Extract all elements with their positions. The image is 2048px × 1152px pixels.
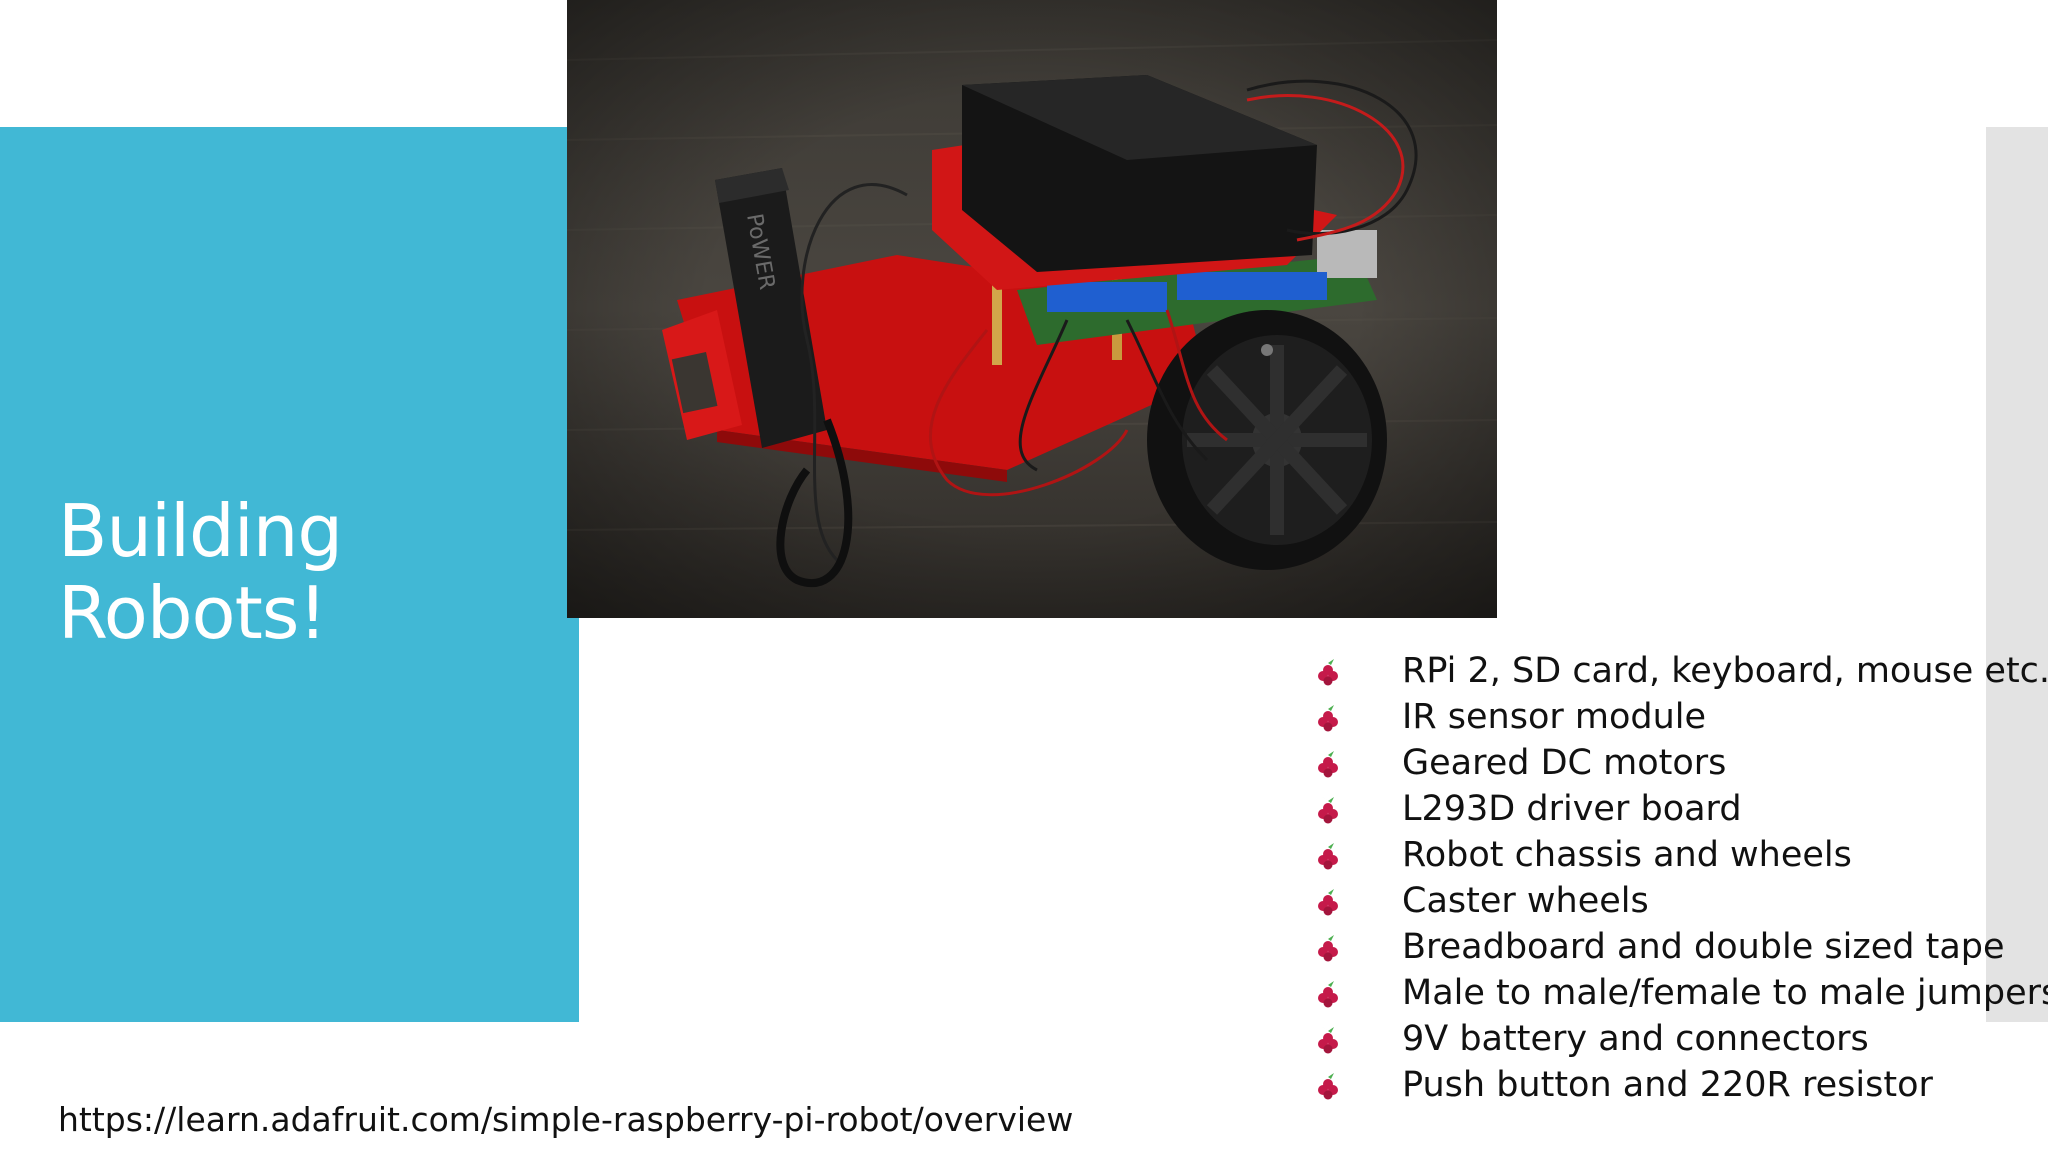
title-line-1: Building — [58, 489, 343, 573]
raspberry-icon — [1318, 797, 1338, 824]
raspberry-icon — [1318, 935, 1338, 962]
raspberry-icon — [1318, 1027, 1338, 1054]
accent-panel — [0, 127, 579, 1022]
list-item: 9V battery and connectors — [1310, 1016, 2048, 1062]
list-item: Breadboard and double sized tape — [1310, 924, 2048, 970]
raspberry-icon — [1318, 1073, 1338, 1100]
list-item: Robot chassis and wheels — [1310, 832, 2048, 878]
raspberry-icon — [1318, 843, 1338, 870]
power-bank — [715, 168, 827, 448]
side-accent-bar — [1986, 127, 2048, 1022]
source-link[interactable]: https://learn.adafruit.com/simple-raspbe… — [58, 1100, 1074, 1139]
raspberry-icon — [1318, 889, 1338, 916]
list-item: Male to male/female to male jumpers — [1310, 970, 2048, 1016]
raspberry-icon — [1318, 705, 1338, 732]
list-item: IR sensor module — [1310, 694, 2048, 740]
raspberry-icon — [1318, 751, 1338, 778]
raspberry-icon — [1318, 659, 1338, 686]
list-item: L293D driver board — [1310, 786, 2048, 832]
title-line-2: Robots! — [58, 571, 327, 655]
list-item: Caster wheels — [1310, 878, 2048, 924]
robot-photo: PoWER — [567, 0, 1497, 618]
raspberry-icon — [1318, 981, 1338, 1008]
list-item: Geared DC motors — [1310, 740, 2048, 786]
list-item: Push button and 220R resistor — [1310, 1062, 2048, 1108]
slide-title: Building Robots! — [58, 490, 558, 654]
parts-list: RPi 2, SD card, keyboard, mouse etc. IR … — [1310, 648, 2048, 1108]
list-item: RPi 2, SD card, keyboard, mouse etc. — [1310, 648, 2048, 694]
robot-wheel — [1147, 310, 1387, 570]
